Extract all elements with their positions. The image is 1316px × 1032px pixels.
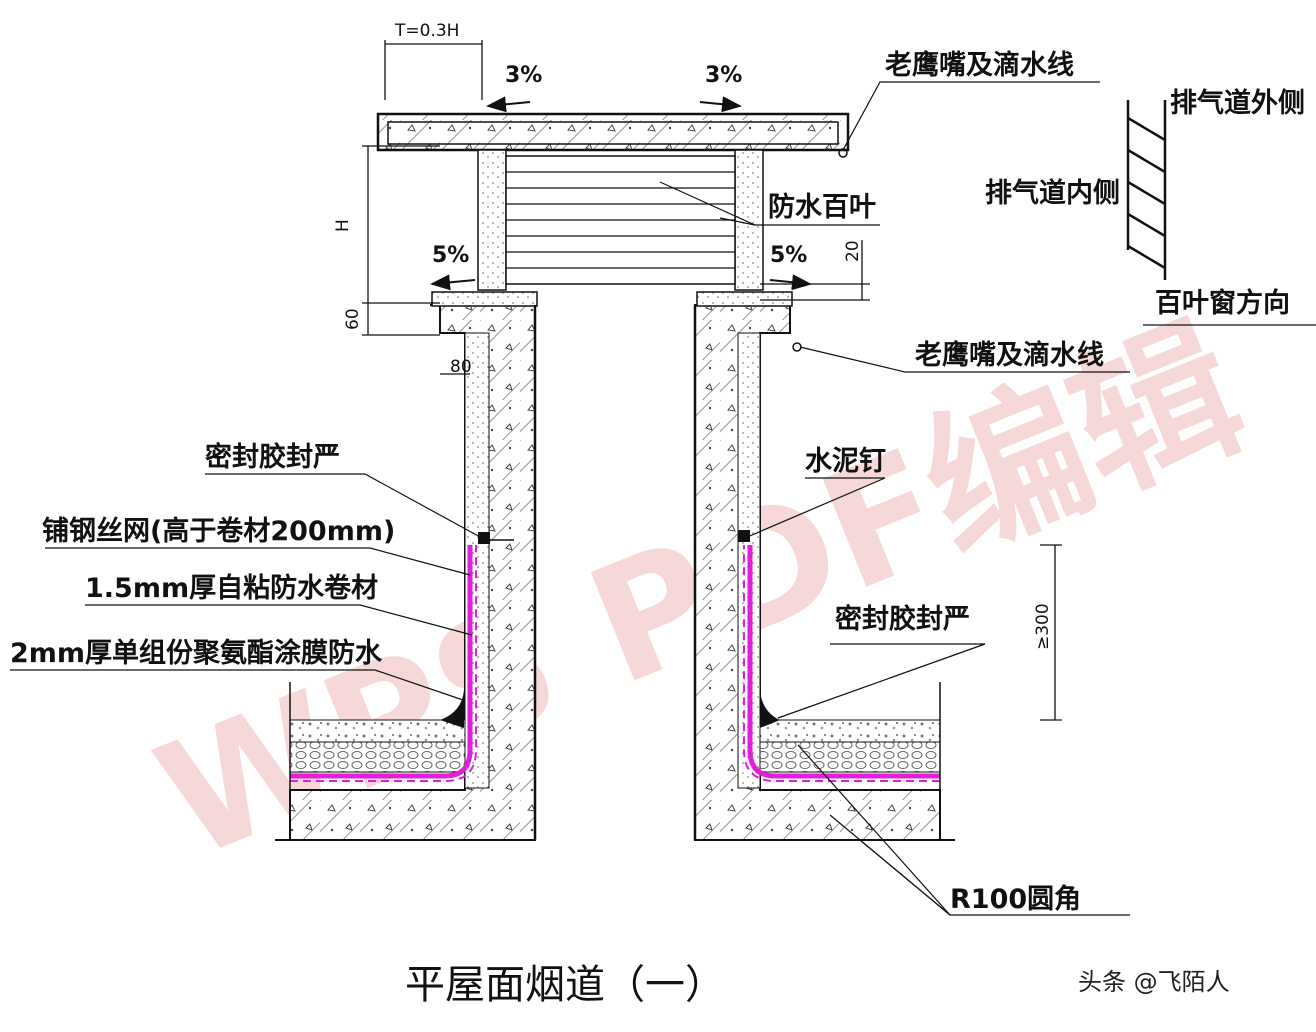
slope-left-top-label: 3% [505,63,542,88]
dim-300-label: ≥300 [1033,603,1053,650]
louver-label: 防水百叶 [768,192,876,223]
membrane-label: 1.5mm厚自粘防水卷材 [85,572,378,604]
source-credit: 头条 @飞陌人 [1078,968,1230,996]
sealant-left-label: 密封胶封严 [205,441,340,473]
dim-20-label: 20 [843,240,863,262]
louver-direction-label: 百叶窗方向 [1155,287,1290,319]
drawing-title: 平屋面烟道（一） [405,962,725,1008]
dimension-lines [362,40,1062,721]
drip-edge-top-label: 老鹰嘴及滴水线 [885,49,1074,81]
t-dimension-label: T=0.3H [394,21,459,41]
louver-direction-inset [1126,100,1316,326]
drip-edge-mid-label: 老鹰嘴及滴水线 [915,339,1104,371]
dim-80-label: 80 [450,357,472,377]
h-dimension-label: H [333,219,353,232]
slope-right-top-label: 3% [705,63,742,88]
sealant-right-label: 密封胶封严 [835,603,970,635]
leader-lines [10,81,1130,916]
cement-nail-label: 水泥钉 [805,446,886,477]
dim-60-label: 60 [343,308,363,330]
right-roof-layers [289,530,941,840]
base-lines [275,305,955,841]
exhaust-inner-label: 排气道内侧 [985,177,1120,209]
louver-box [477,149,764,291]
round-corner-label: R100圆角 [950,883,1081,915]
slope-arrows [430,96,812,291]
coating-label: 2mm厚单组份聚氨酯涂膜防水 [10,637,383,669]
exhaust-outer-label: 排气道外侧 [1170,87,1305,119]
left-roof-layers [289,532,514,791]
slope-right-mid-label: 5% [770,243,807,268]
steel-mesh-label: 铺钢丝网(高于卷材200mm) [42,515,395,547]
slope-left-mid-label: 5% [432,243,469,268]
top-cap-slab [376,112,850,158]
